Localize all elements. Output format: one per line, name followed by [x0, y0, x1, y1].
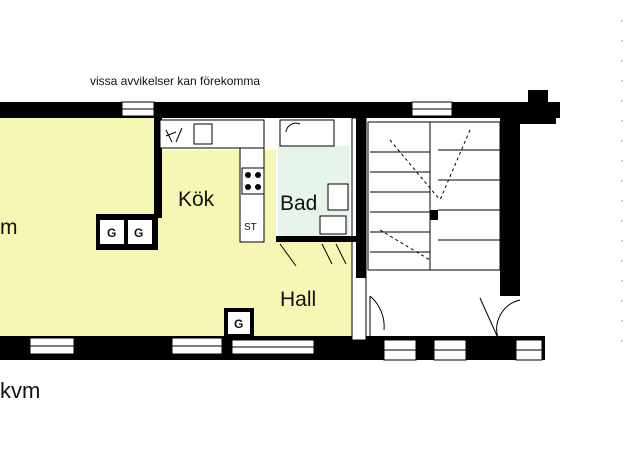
bath-bottom-wall [276, 236, 356, 242]
disclaimer-note: vissa avvikelser kan förekomma [90, 74, 261, 88]
room-label-bath: Bad [280, 192, 318, 215]
area-label: kvm [0, 378, 41, 403]
room-label-hall: Hall [280, 288, 317, 311]
entrance-wall [500, 290, 520, 296]
stair-post [528, 90, 548, 102]
room-label-kitchen: Kök [178, 188, 215, 211]
right-wall [500, 102, 520, 292]
hall-door [369, 295, 385, 336]
bath-door [279, 243, 347, 267]
g-mark-2: G [134, 226, 144, 240]
staircase [367, 121, 501, 271]
right-wall-lower [520, 118, 556, 124]
stove [241, 167, 265, 195]
room-label-living: m [0, 216, 18, 239]
top-wall [0, 102, 560, 118]
bath-fixture-1 [327, 183, 349, 211]
g-mark-1: G [107, 226, 117, 240]
kitchen-side-counter [239, 147, 265, 243]
bath-fixture-2 [319, 215, 347, 235]
g-mark-3: G [234, 317, 244, 331]
bath-door-frame [279, 119, 335, 147]
stair-inner-wall [430, 210, 438, 220]
stair-left-wall [356, 118, 366, 278]
entrance-door [479, 297, 521, 339]
storage-mark: ST [244, 222, 257, 233]
kitchen-left-wall [154, 118, 162, 218]
